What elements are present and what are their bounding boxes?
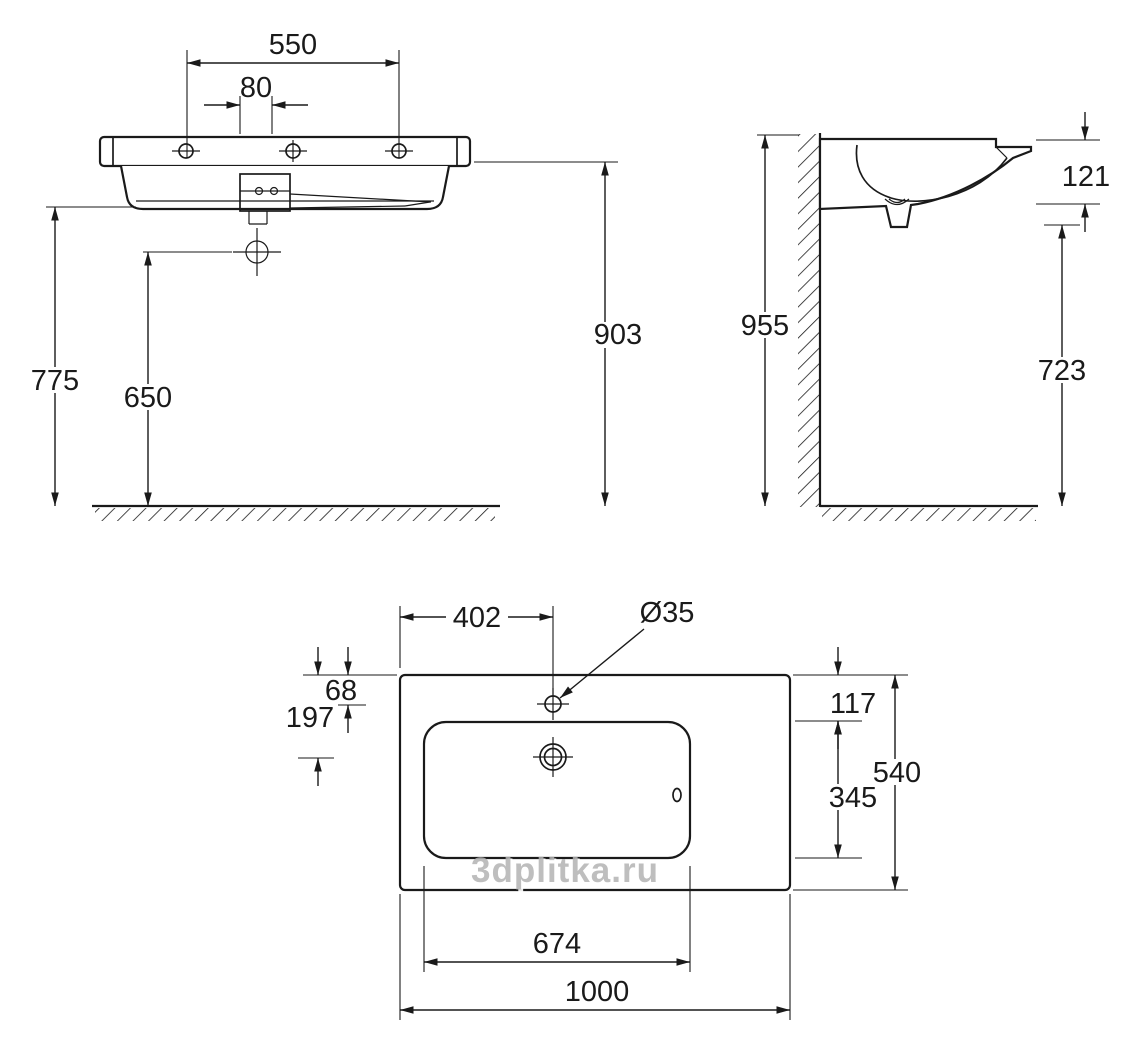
dim-550-label: 550 (269, 29, 317, 61)
drain-plan-mark (533, 737, 573, 777)
dim-674-label: 674 (533, 928, 581, 960)
dim-723-label: 723 (1038, 355, 1086, 387)
dim-1000-label: 1000 (565, 976, 630, 1008)
bowl-outline (422, 720, 692, 860)
dim-197-label: 197 (286, 702, 334, 734)
front-view: 550 80 775 650 903 (28, 29, 645, 521)
dim-121: 121 (1036, 112, 1110, 232)
wall-hatch (798, 134, 820, 507)
dim-540: 540 (793, 675, 927, 891)
dim-955-label: 955 (741, 310, 789, 342)
floor-hatch-right (822, 508, 1036, 521)
dim-650-label: 650 (124, 382, 172, 414)
plan-view: 402 Ø35 68 197 117 (282, 597, 927, 1020)
watermark: 3dplitka.ru 3dplitka.ru (471, 851, 661, 892)
floor-right (820, 504, 1038, 521)
dim-345: 345 (795, 721, 880, 859)
dim-903: 903 (474, 161, 645, 506)
dim-723: 723 (1035, 224, 1089, 506)
floor-hatch-left (95, 508, 495, 521)
dim-540-label: 540 (873, 757, 921, 789)
dim-402-label: 402 (453, 602, 501, 634)
faucet-hole-mark (172, 143, 200, 159)
hole-diameter-label: Ø35 (640, 597, 695, 629)
basin-front-outline (98, 135, 472, 211)
dim-117: 117 (793, 647, 908, 749)
dim-550: 550 (186, 29, 400, 158)
dim-117-label: 117 (830, 688, 876, 720)
dim-650: 650 (121, 251, 232, 506)
side-view: 955 121 723 (738, 112, 1110, 521)
dim-80-label: 80 (240, 72, 272, 104)
dim-121-label: 121 (1062, 161, 1110, 193)
watermark-shadow: 3dplitka.ru (473, 853, 661, 892)
dim-903-label: 903 (594, 319, 642, 351)
dim-80: 80 (204, 72, 308, 134)
dim-674: 674 (423, 866, 691, 972)
basin-plan-outline (398, 673, 792, 892)
dim-775: 775 (28, 206, 136, 506)
dim-hole-diameter: Ø35 (559, 597, 695, 699)
dim-955: 955 (738, 134, 799, 506)
drain-center-mark (233, 228, 281, 276)
drain-assembly (239, 173, 432, 225)
basin-side-outline (818, 137, 1033, 229)
watermark-text: 3dplitka.ru (471, 851, 659, 890)
overflow-hole (672, 787, 682, 803)
faucet-hole-mark (279, 140, 307, 162)
dim-1000: 1000 (399, 894, 791, 1020)
dim-345-label: 345 (829, 782, 877, 814)
dim-68-label: 68 (325, 675, 357, 707)
dim-197: 197 (282, 647, 338, 786)
dim-402: 402 (399, 602, 554, 696)
floor-left (92, 504, 500, 521)
dim-775-label: 775 (31, 365, 79, 397)
